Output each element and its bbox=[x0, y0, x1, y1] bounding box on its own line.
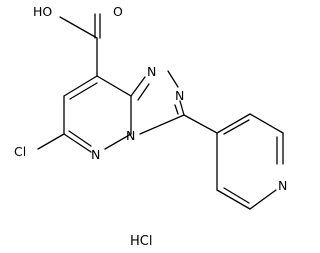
bond-n-n bbox=[167, 70, 179, 88]
bond-c8a-n-upper-outer bbox=[130, 76, 146, 97]
bond-n5-c6-outer bbox=[63, 133, 92, 153]
bond-c3-pyridine bbox=[183, 114, 218, 134]
bond-c-oh bbox=[59, 16, 98, 39]
bond-c8-c8a bbox=[96, 75, 132, 97]
hydroxyl-label: HO bbox=[33, 4, 52, 19]
bond-py-c6-c5-inner bbox=[223, 187, 250, 204]
chemical-structure: HO O Cl N N N N N HCl bbox=[14, 4, 287, 249]
bond-n-middle-c3-inner bbox=[174, 104, 179, 115]
bond-py-c4-c3-inner bbox=[223, 119, 250, 135]
pyridine-nitrogen-label: N bbox=[278, 178, 287, 193]
bridgehead-nitrogen-label: N bbox=[126, 128, 135, 143]
bond-c8a-n-upper-inner bbox=[137, 83, 150, 101]
atom-labels: HO O Cl N N N N N bbox=[14, 4, 287, 193]
bond-c7-c8-inner bbox=[69, 82, 98, 100]
bond-c7-c8-outer bbox=[63, 75, 98, 97]
carbonyl-oxygen-label: O bbox=[113, 4, 123, 19]
bond-py-c4-c3 bbox=[216, 113, 251, 134]
bond-py-c6-c5 bbox=[216, 189, 251, 210]
bond-c6-cl bbox=[37, 133, 65, 150]
bond-n5-c6-inner bbox=[68, 130, 92, 147]
bonds bbox=[37, 13, 284, 210]
pyridazine-nitrogen-label: N bbox=[91, 147, 100, 162]
chlorine-label: Cl bbox=[14, 144, 26, 159]
bond-n1-n5 bbox=[104, 133, 132, 150]
triazole-nitrogen-middle-label: N bbox=[175, 88, 184, 103]
bond-py-n-c6 bbox=[249, 189, 277, 210]
bond-c3-n-bridge bbox=[139, 114, 185, 135]
bond-n-middle-c3-outer bbox=[179, 100, 185, 116]
hydrochloride-label: HCl bbox=[130, 234, 152, 249]
bond-py-c3-c2 bbox=[249, 113, 284, 134]
triazole-nitrogen-upper-label: N bbox=[147, 64, 156, 79]
